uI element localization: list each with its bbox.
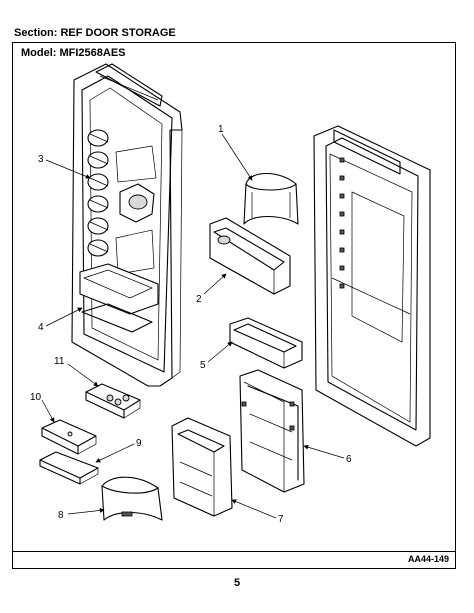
callout-8: 8 <box>58 510 64 521</box>
section-title: Section: REF DOOR STORAGE <box>14 27 176 39</box>
callout-9: 9 <box>136 438 142 449</box>
exploded-parts-diagram: 1 2 3 4 5 6 7 8 9 10 11 <box>30 63 431 525</box>
egg-cup-column <box>87 129 109 257</box>
frame-divider <box>13 551 455 552</box>
callout-11: 11 <box>54 356 65 367</box>
part-2-dairy-bin <box>209 217 291 295</box>
part-11-egg-tray <box>85 383 141 419</box>
callout-3: 3 <box>38 154 44 165</box>
part-8-compartment-door <box>101 476 163 521</box>
part-10-cover <box>41 419 97 455</box>
left-door-liner <box>71 63 183 387</box>
callout-2: 2 <box>196 294 202 305</box>
part-1-dairy-cover <box>243 173 299 225</box>
diagram-frame: Model: MFI2568AES AA44-149 <box>12 42 456 569</box>
callout-1: 1 <box>218 124 224 135</box>
model-label: Model: MFI2568AES <box>21 47 126 59</box>
page-number: 5 <box>233 577 241 589</box>
callout-6: 6 <box>346 454 352 465</box>
part-7-bin-front <box>171 417 233 517</box>
part-6-door-bin-frame <box>239 369 305 493</box>
callout-10: 10 <box>30 392 42 403</box>
callout-numbers: 1 2 3 4 5 6 7 8 9 10 11 <box>30 124 352 525</box>
right-door-panel <box>313 125 431 447</box>
callout-4: 4 <box>38 322 44 333</box>
callout-5: 5 <box>200 360 206 371</box>
callout-7: 7 <box>278 514 284 525</box>
part-5-door-shelf <box>229 317 303 369</box>
door-hinge-slots <box>339 157 345 289</box>
part-9-tray <box>39 451 99 485</box>
leader-lines <box>41 133 345 519</box>
document-code: AA44-149 <box>407 554 449 564</box>
